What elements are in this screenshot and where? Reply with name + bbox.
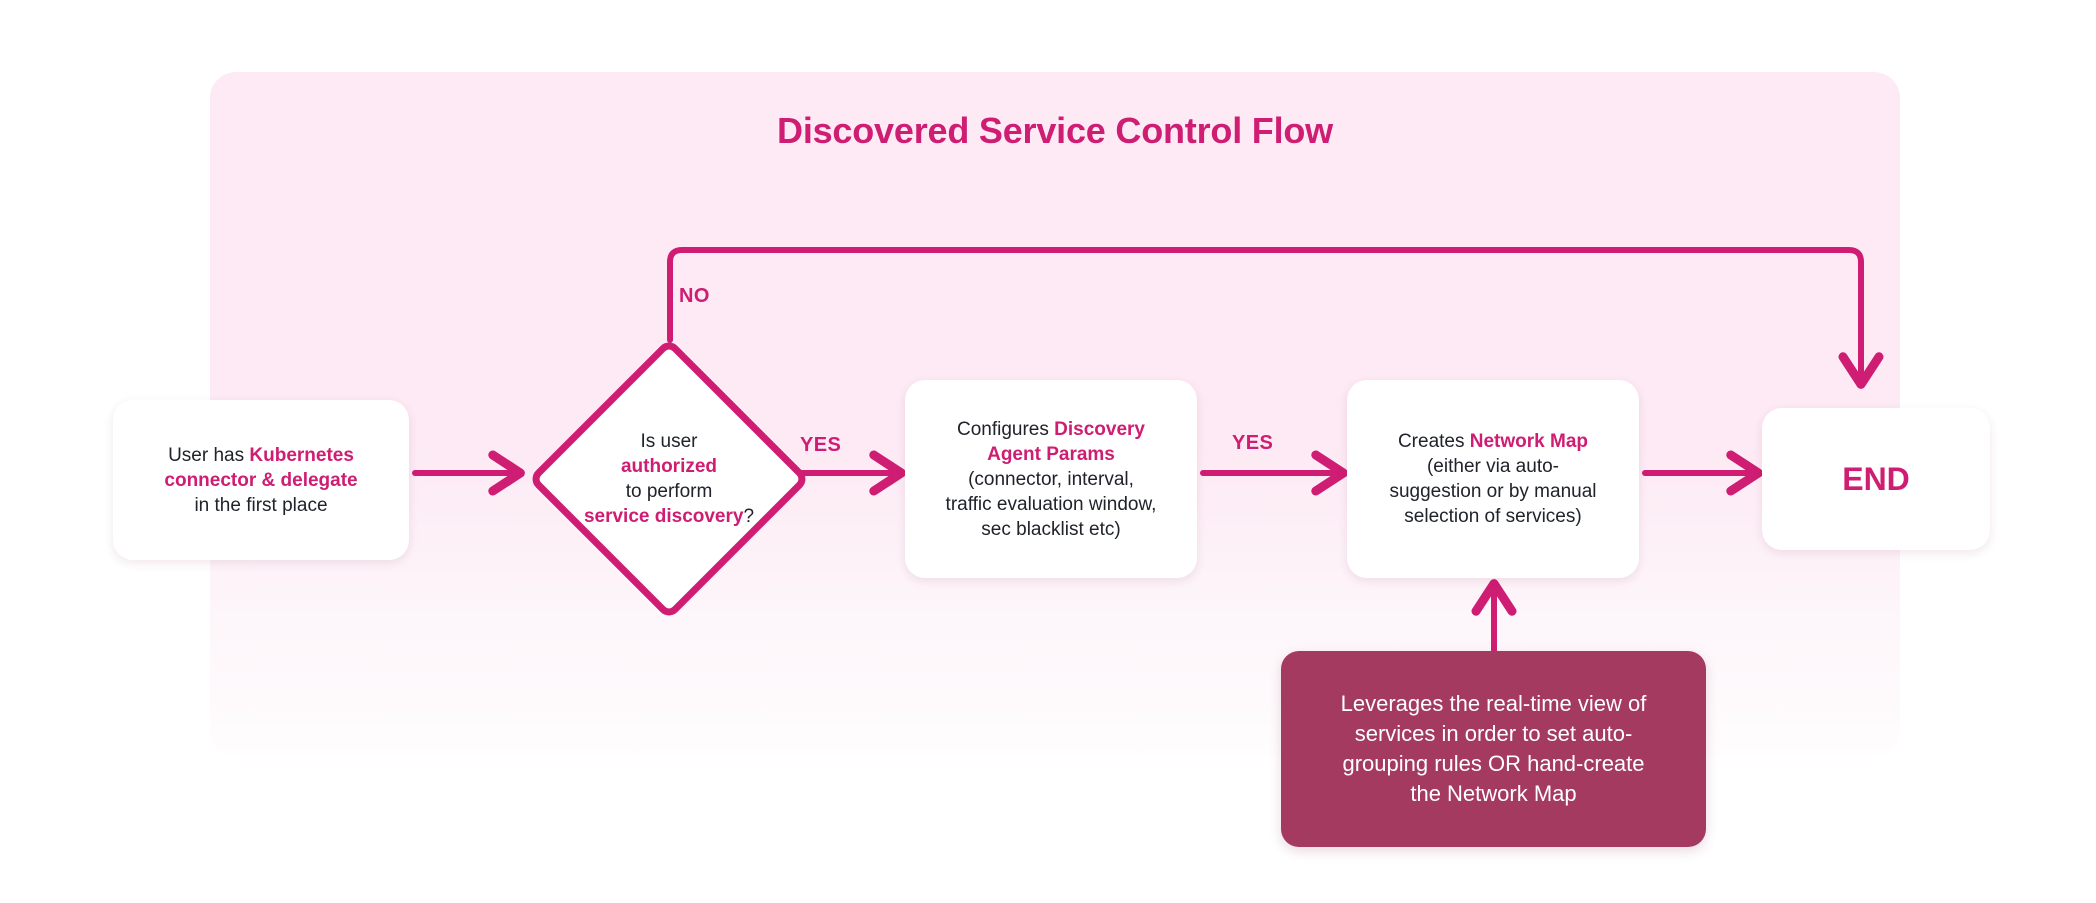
node-map-line4-plain: selection of services) [1404,506,1582,527]
node-note-line3: grouping rules OR hand-create [1342,751,1645,776]
node-decision-line1-plain: Is user [640,431,698,452]
node-creates-network-map[interactable]: Creates Network Map (either via auto- su… [1347,380,1639,578]
node-params-text: Configures Discovery Agent Params (conne… [932,417,1171,542]
node-note-text: Leverages the real-time view of services… [1323,689,1665,809]
edge-label-yes-2: YES [1232,432,1274,454]
node-start-line3-plain: in the first place [194,494,328,516]
edge-label-no: NO [679,285,710,307]
node-params-line5-plain: sec blacklist etc) [981,518,1121,540]
node-map-line2-plain: (either via auto- [1426,456,1559,477]
node-params-line4-plain: traffic evaluation window, [945,493,1157,515]
node-map-line3-plain: suggestion or by manual [1389,481,1597,502]
node-start-line2-accent: connector & delegate [164,469,358,491]
node-start-line1-accent: Kubernetes [249,444,354,466]
node-params-line1-plain: Configures [956,418,1055,440]
node-note-leverages-real-time-view[interactable]: Leverages the real-time view of services… [1281,651,1706,847]
node-note-line1: Leverages the real-time view of [1340,691,1647,716]
node-decision-line3-plain: to perform [625,481,713,502]
node-map-text: Creates Network Map (either via auto- su… [1375,429,1610,529]
node-decision-text: Is user authorized to perform service di… [524,334,814,624]
node-start-user-has-connector[interactable]: User has Kubernetes connector & delegate… [113,400,409,560]
node-end-label: END [1842,460,1910,497]
node-params-line3-plain: (connector, interval, [968,468,1134,490]
edge-label-yes-1: YES [800,434,842,456]
node-note-line4: the Network Map [1410,781,1577,806]
node-map-line1-accent: Network Map [1469,431,1589,452]
node-start-text: User has Kubernetes connector & delegate… [150,443,371,518]
node-decision-is-user-authorized[interactable]: Is user authorized to perform service di… [524,334,814,624]
node-map-line1-plain: Creates [1397,431,1470,452]
node-decision-line4-accent: service discovery [583,506,744,527]
node-configures-discovery-agent-params[interactable]: Configures Discovery Agent Params (conne… [905,380,1197,578]
node-params-line2-accent: Agent Params [987,443,1115,465]
node-decision-line2-accent: authorized [620,456,718,477]
node-end[interactable]: END [1762,408,1990,550]
node-note-line2: services in order to set auto- [1354,721,1633,746]
page-title: Discovered Service Control Flow [777,110,1333,151]
node-start-line1-plain: User has [168,444,250,466]
node-params-line1-accent: Discovery [1054,418,1145,440]
node-decision-line4-suffix: ? [743,506,755,527]
